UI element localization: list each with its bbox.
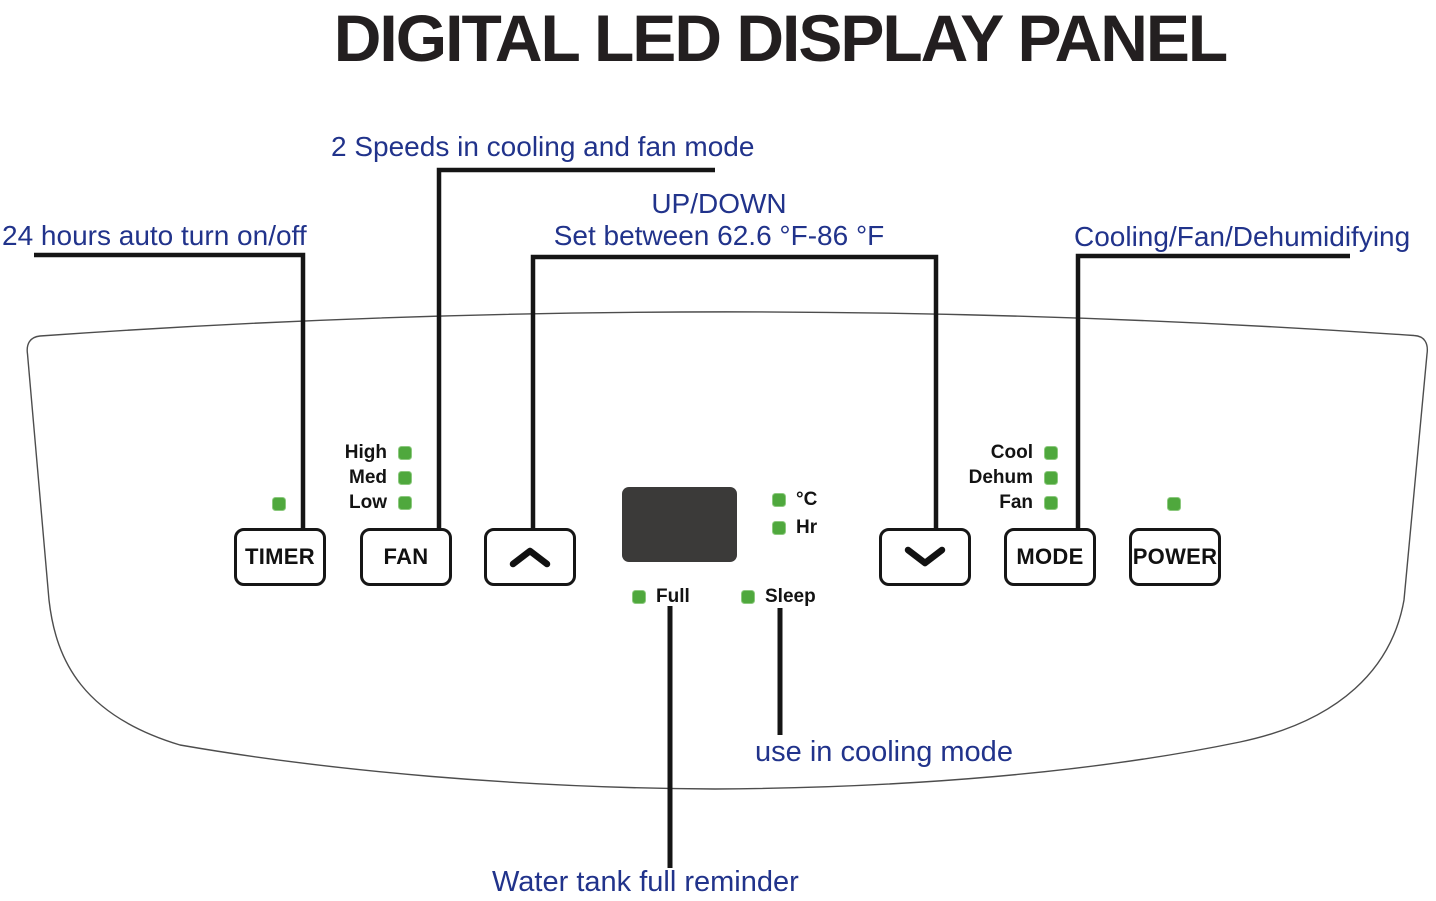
full-indicator: Full [632,584,690,609]
fan-speed-label-high: High [344,441,387,463]
mode-row-cool: Cool [936,440,1058,465]
units-indicator-group: °C Hr [772,486,817,542]
hr-led-icon [772,521,786,535]
fan-speed-high-led-icon [398,445,412,460]
fan-speed-row-low: Low [290,490,412,515]
chevron-up-icon [509,547,551,568]
mode-button[interactable]: MODE [1004,528,1096,586]
page-title: DIGITAL LED DISPLAY PANEL [333,1,1228,75]
mode-row-fan: Fan [936,490,1058,515]
mode-label-dehum: Dehum [968,466,1033,488]
mode-label-fan: Fan [999,491,1033,513]
power-button[interactable]: POWER [1129,528,1221,586]
callout-timer: 24 hours auto turn on/off [2,220,307,251]
mode-label-cool: Cool [990,441,1033,463]
units-row-hr: Hr [772,514,817,542]
mode-indicator-group: Cool Dehum Fan [936,440,1058,515]
units-row-celsius: °C [772,486,817,514]
fan-speed-low-led-icon [398,495,412,510]
fan-speed-indicator-group: High Med Low [290,440,412,515]
celsius-led-icon [772,493,786,507]
fan-button[interactable]: FAN [360,528,452,586]
mode-dehum-led-icon [1044,470,1058,485]
callout-setpoint: UP/DOWN Set between 62.6 °F-86 °F [528,188,910,252]
mode-callout-line [1075,253,1350,552]
fan-speed-row-med: Med [290,465,412,490]
timer-led-icon [272,497,286,511]
timer-button[interactable]: TIMER [234,528,326,586]
mode-fan-led-icon [1044,495,1058,510]
callout-setpoint-line2: Set between 62.6 °F-86 °F [553,220,885,252]
power-led-icon [1167,497,1181,511]
led-display-window [622,487,737,562]
temp-up-button[interactable] [484,528,576,586]
fan-speed-med-led-icon [398,470,412,485]
callout-sleep: use in cooling mode [755,736,1013,768]
sleep-label: Sleep [765,585,816,607]
fan-speed-label-med: Med [349,466,387,488]
power-button-label: POWER [1132,544,1218,569]
callout-mode: Cooling/Fan/Dehumidifying [1074,221,1411,252]
hr-label: Hr [796,517,818,538]
callout-setpoint-line1: UP/DOWN [651,188,787,219]
temp-down-button[interactable] [879,528,971,586]
full-label: Full [656,585,690,607]
chevron-down-icon [904,546,946,567]
mode-row-dehum: Dehum [936,465,1058,490]
fan-button-label: FAN [383,544,429,569]
sleep-indicator: Sleep [741,584,816,609]
celsius-label: °C [796,489,818,510]
timer-callout-line [34,252,306,552]
sleep-led-icon [741,589,755,604]
mode-button-label: MODE [1016,544,1084,569]
full-led-icon [632,589,646,604]
timer-button-label: TIMER [245,544,315,569]
callout-water-tank: Water tank full reminder [492,866,799,898]
fan-speed-label-low: Low [349,491,387,513]
callout-fan-speeds: 2 Speeds in cooling and fan mode [331,131,755,162]
mode-cool-led-icon [1044,445,1058,460]
fan-speed-row-high: High [290,440,412,465]
